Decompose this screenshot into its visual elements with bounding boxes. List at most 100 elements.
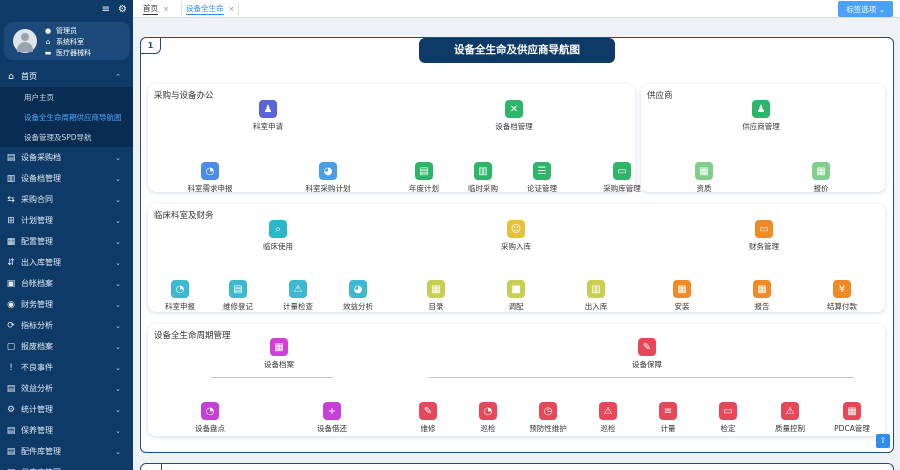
sidebar-item[interactable]: ▤保养管理⌄	[0, 420, 133, 441]
person-icon: ♟	[752, 100, 770, 118]
sidebar-item[interactable]: ⇆ 采购合同 ⌄	[0, 189, 133, 210]
menu-item-icon: ⟳	[7, 320, 15, 331]
lifecycle-nav-item[interactable]: ⚠质量控制	[758, 402, 822, 434]
supplier-title: 供应商	[647, 91, 673, 101]
menu-item-icon: ⇆	[7, 194, 15, 205]
sidebar-item[interactable]: ⟳指标分析⌄	[0, 315, 133, 336]
close-icon[interactable]: ×	[228, 5, 235, 13]
procurement-nav-item[interactable]: ◔科室需求申报	[178, 162, 242, 194]
sidebar-item-label: 配件库管理	[21, 447, 61, 456]
procurement-nav-item[interactable]: ▭采购库管理	[590, 162, 654, 194]
menu-item-icon: ⌂	[8, 71, 14, 82]
clinical-nav-item[interactable]: ☺采购入库	[484, 220, 548, 252]
lifecycle-nav-item[interactable]: ⚠巡检	[576, 402, 640, 434]
tab-options-button[interactable]: 标签选项 ⌄	[838, 1, 893, 17]
clinical-nav-item[interactable]: ■调配	[484, 280, 548, 312]
procurement-nav-item[interactable]: ☰论证管理	[510, 162, 574, 194]
sidebar-item[interactable]: ◉财务管理⌄	[0, 294, 133, 315]
lifecycle-nav-item[interactable]: +设备借还	[300, 402, 364, 434]
submenu-item[interactable]: 用户主页	[24, 92, 54, 102]
chevron-icon: ⌄	[115, 216, 121, 225]
nav-item-label: 预防性维护	[529, 424, 567, 433]
sidebar-item-label: 设备采购档	[21, 153, 61, 162]
checklist-icon: ☰	[533, 162, 551, 180]
menu-item-icon: ▣	[6, 278, 16, 289]
sidebar-item[interactable]: ⊞计划管理⌄	[0, 210, 133, 231]
sidebar-item[interactable]: ⌂首页⌃	[0, 66, 133, 87]
menu-item-icon: ▤	[6, 425, 16, 436]
sidebar-item[interactable]: ▤配件库管理⌄	[0, 441, 133, 462]
nav-item-label: 设备借还	[317, 424, 347, 433]
page-title: 设备全生命及供应商导航图	[419, 38, 615, 63]
sidebar-item-label: 采购合同	[21, 195, 53, 204]
sidebar-item[interactable]: ▤设备采购档⌄	[0, 147, 133, 168]
gear-icon[interactable]: ⚙	[118, 3, 127, 15]
nav-item-label: 科室申请	[253, 122, 283, 131]
clinical-nav-item[interactable]: ⚠计量检查	[266, 280, 330, 312]
nav-item-label: 供应商管理	[742, 122, 780, 131]
chevron-icon: ⌄	[115, 469, 121, 470]
lifecycle-nav-item[interactable]: ▭检定	[696, 402, 760, 434]
nav-item-label: 财务管理	[749, 242, 779, 251]
sidebar-item[interactable]: !不良事件⌄	[0, 357, 133, 378]
lifecycle-nav-item[interactable]: ▦设备档案	[247, 338, 311, 370]
chevron-icon: ⌄	[115, 195, 121, 204]
clinical-nav-item[interactable]: ▦安装	[650, 280, 714, 312]
nav-item-label: PDCA管理	[834, 424, 870, 433]
clinical-nav-item[interactable]: ▦报告	[730, 280, 794, 312]
sidebar-item[interactable]: ▦配置管理⌄	[0, 231, 133, 252]
nav-item-label: 设备盘点	[195, 424, 225, 433]
lifecycle-nav-item[interactable]: ◔巡检	[456, 402, 520, 434]
lifecycle-nav-item[interactable]: ≡计量	[636, 402, 700, 434]
chevron-icon: ⌄	[115, 384, 121, 393]
clinical-nav-item[interactable]: ◕效益分析	[326, 280, 390, 312]
clinical-nav-item[interactable]: ⌕临床使用	[246, 220, 310, 252]
nav-item-label: 科室采购计划	[305, 184, 351, 193]
clinical-nav-item[interactable]: ▥出入库	[564, 280, 628, 312]
supplier-nav-item[interactable]: ♟ 供应商管理	[729, 100, 793, 132]
lifecycle-nav-item[interactable]: ✎设备保障	[615, 338, 679, 370]
tab-home[interactable]: 首页 ×	[139, 2, 173, 16]
sidebar-item[interactable]: ▢报废档案⌄	[0, 336, 133, 357]
profile-name-row: ●管理员	[44, 26, 77, 36]
sidebar-item-label: 报废档案	[21, 342, 53, 351]
menu-item-icon: ⚙	[6, 404, 16, 415]
lifecycle-nav-item[interactable]: ◷ 预防性维护	[516, 402, 580, 434]
supplier-nav-item[interactable]: ▦报价	[789, 162, 853, 194]
sidebar-item[interactable]: ⇵出入库管理⌄	[0, 252, 133, 273]
clinical-nav-item[interactable]: ▤维修登记	[206, 280, 270, 312]
sidebar-item[interactable]: ⚙统计管理⌄	[0, 399, 133, 420]
divider	[211, 377, 333, 378]
close-icon[interactable]: ×	[163, 5, 169, 13]
lifecycle-nav-item[interactable]: ◔设备盘点	[178, 402, 242, 434]
sidebar-item[interactable]: ▤效益分析⌄	[0, 378, 133, 399]
sidebar-item[interactable]: ▥设备档管理⌄	[0, 168, 133, 189]
chevron-down-icon: ⌄	[878, 4, 885, 14]
nav-item-label: 报价	[813, 184, 829, 193]
submenu: 用户主页设备全生命周期供应商导航图设备管理及SPD导航	[0, 87, 133, 147]
scroll-top-button[interactable]: ⇧	[876, 434, 890, 448]
tab-navigation[interactable]: 设备全生命 ×	[181, 2, 240, 16]
sidebar-item[interactable]: ▣台帐档案⌄	[0, 273, 133, 294]
avatar	[13, 29, 37, 53]
clinical-nav-item[interactable]: ◔科室申报	[148, 280, 212, 312]
supplier-nav-item[interactable]: ▦资质	[672, 162, 736, 194]
submenu-item[interactable]: 设备管理及SPD导航	[24, 132, 92, 142]
procurement-nav-item[interactable]: ▥临时采购	[451, 162, 515, 194]
clinical-nav-item[interactable]: ▭ 财务管理	[732, 220, 796, 252]
square-icon: ■	[507, 280, 525, 298]
procurement-nav-item[interactable]: ♟科室申请	[236, 100, 300, 132]
procurement-nav-item[interactable]: ◕科室采购计划	[296, 162, 360, 194]
clock-icon: ◷	[539, 402, 557, 420]
menu-icon[interactable]: ≡	[101, 3, 111, 15]
clinical-nav-item[interactable]: ▦目录	[404, 280, 468, 312]
submenu-item[interactable]: 设备全生命周期供应商导航图	[24, 112, 122, 122]
procurement-nav-item[interactable]: ✕设备档管理	[482, 100, 546, 132]
menu-item-icon: ▤	[6, 152, 16, 163]
procurement-nav-item[interactable]: ▤年度计划	[392, 162, 456, 194]
sidebar-item[interactable]: ▤供应商管理⌄	[0, 462, 133, 470]
clinical-nav-item[interactable]: ¥结算付款	[810, 280, 874, 312]
lifecycle-nav-item[interactable]: ▦PDCA管理	[820, 402, 884, 434]
lifecycle-nav-item[interactable]: ✎维修	[396, 402, 460, 434]
briefcase-icon: ▭	[755, 220, 773, 238]
